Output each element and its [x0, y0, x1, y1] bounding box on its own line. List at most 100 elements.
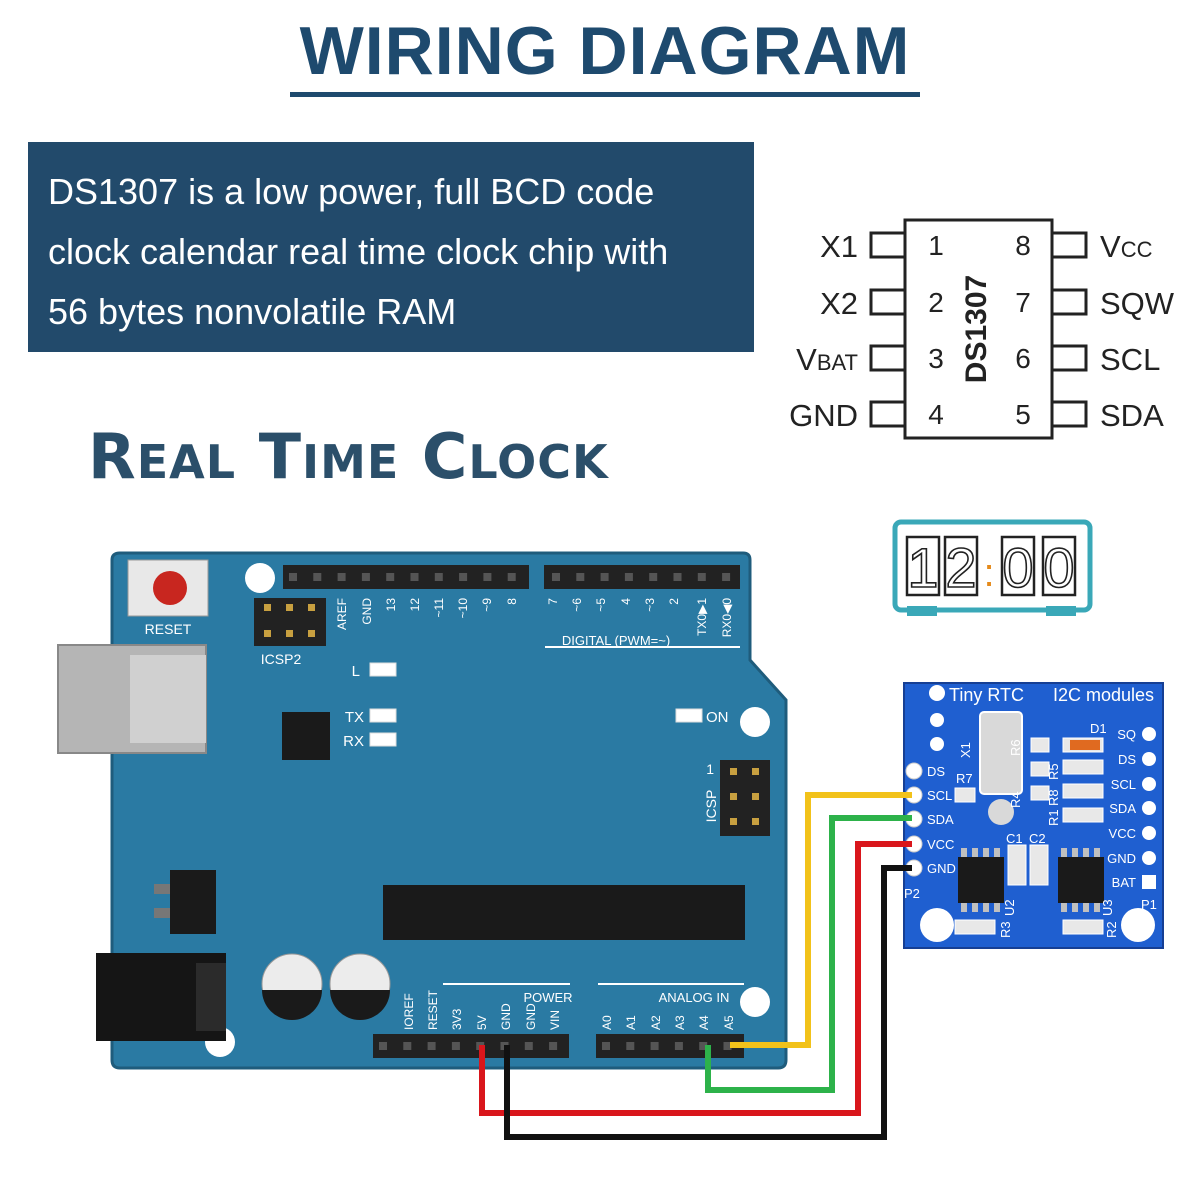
module-pin-hole [1142, 727, 1156, 741]
top-pin-label: 4 [619, 598, 633, 605]
header-hole [379, 1042, 387, 1050]
analog-pin-label: A3 [673, 1015, 687, 1030]
top-pin-label: ~9 [480, 598, 494, 612]
chip-pin-number: 8 [1015, 230, 1031, 261]
analog-pin-label: A0 [600, 1015, 614, 1030]
header-hole [576, 573, 585, 581]
rtc-module: Tiny RTC I2C modules [903, 682, 1164, 949]
chip-pin-number: 5 [1015, 399, 1031, 430]
header-hole [673, 573, 682, 581]
led-tx [369, 708, 397, 723]
module-pin-label: VCC [927, 837, 954, 852]
header-hole [723, 1042, 732, 1050]
clock-digit-box [943, 535, 979, 597]
header-hole [507, 573, 516, 581]
icsp-pin1-label: 1 [706, 761, 714, 777]
header-hole [403, 1042, 412, 1050]
header-hole [451, 1042, 460, 1050]
module-pin-label: VCC [1109, 826, 1136, 841]
top-pin-label: 8 [505, 598, 519, 605]
module-pin-hole [1142, 875, 1156, 889]
description-line: DS1307 is a low power, full BCD code [48, 171, 655, 212]
header-hole [313, 573, 322, 581]
page-title: WIRING DIAGRAM [299, 13, 911, 89]
chip-pin-number: 3 [928, 343, 944, 374]
clock-digit-box [1000, 535, 1036, 597]
digital-header-right [544, 565, 740, 589]
chip-pin-label: VCC [1100, 229, 1153, 264]
header-hole [289, 573, 297, 581]
header-hole [674, 1042, 683, 1050]
module-pin-label: GND [927, 861, 956, 876]
header-hole [459, 573, 468, 581]
top-pin-label: 13 [384, 598, 398, 612]
analog-pin-label: A1 [624, 1015, 638, 1030]
svg-text:R6: R6 [1008, 739, 1023, 756]
header-hole [524, 1042, 533, 1050]
description-text: DS1307 is a low power, full BCD code cloc… [28, 142, 754, 342]
module-title-left: Tiny RTC [949, 685, 1024, 705]
module-pin-hole [1142, 752, 1156, 766]
top-pin-label: RX0◀0 [720, 598, 734, 638]
usb-connector-face [130, 655, 206, 743]
chip-pin [869, 400, 907, 428]
svg-text:R4: R4 [1008, 791, 1023, 808]
ic-u3 [1058, 857, 1104, 903]
header-hole [600, 573, 609, 581]
svg-text:D1: D1 [1090, 721, 1107, 736]
module-pin-label: GND [1107, 851, 1136, 866]
power-pin-label: 3V3 [450, 1008, 464, 1030]
reset-label: RESET [145, 621, 192, 637]
module-p1: P1 [1141, 897, 1157, 912]
description-line: clock calendar real time clock chip with [48, 231, 669, 272]
led-rx [369, 732, 397, 747]
clock-digit-box [1041, 535, 1077, 597]
diode-d1 [1070, 740, 1100, 750]
svg-text:U2: U2 [1002, 899, 1017, 916]
svg-text:U3: U3 [1100, 899, 1115, 916]
led-l-label: L [352, 663, 360, 680]
header-hole [386, 573, 395, 581]
power-pin-label: VIN [548, 1010, 562, 1030]
power-pin-label: RESET [426, 989, 440, 1030]
header-hole [427, 1042, 436, 1050]
svg-text:R7: R7 [956, 771, 973, 786]
mount-hole [740, 987, 770, 1017]
usb-chip [282, 712, 330, 760]
svg-text:X1: X1 [958, 742, 973, 758]
crystal-base [988, 799, 1014, 825]
mount-hole [245, 563, 275, 593]
module-pin-label: DS [1118, 752, 1136, 767]
module-title-right: I2C modules [1053, 685, 1154, 705]
header-hole [483, 573, 492, 581]
power-jack-rim [196, 963, 226, 1031]
analog-label: ANALOG IN [659, 990, 730, 1005]
icsp-header [720, 760, 770, 836]
chip-pin-number: 1 [928, 230, 944, 261]
chip-pin-number: 4 [928, 399, 944, 430]
svg-text:C1: C1 [1006, 831, 1023, 846]
clock-foot-right [1046, 606, 1076, 616]
subtitle: REAL TIME CLOCK [88, 420, 609, 493]
top-pin-label: 12 [408, 598, 422, 612]
chip-pin [869, 344, 907, 372]
header-hole [602, 1042, 610, 1050]
clock-digit: 0 [1043, 536, 1074, 599]
power-pin-label: IOREF [402, 993, 416, 1030]
chip-pin [1050, 344, 1088, 372]
clock-digit: 2 [945, 536, 976, 599]
chip-body [903, 218, 1054, 440]
header-hole [410, 573, 419, 581]
title-underline [290, 92, 920, 97]
power-label: POWER [523, 990, 572, 1005]
mount-hole [740, 707, 770, 737]
top-pin-label: AREF [335, 598, 349, 630]
header-hole [552, 573, 560, 581]
svg-text:R5: R5 [1046, 763, 1061, 780]
analog-pin-label: A4 [697, 1015, 711, 1030]
svg-text:R3: R3 [998, 921, 1013, 938]
description-line: 56 bytes nonvolatile RAM [48, 291, 457, 332]
